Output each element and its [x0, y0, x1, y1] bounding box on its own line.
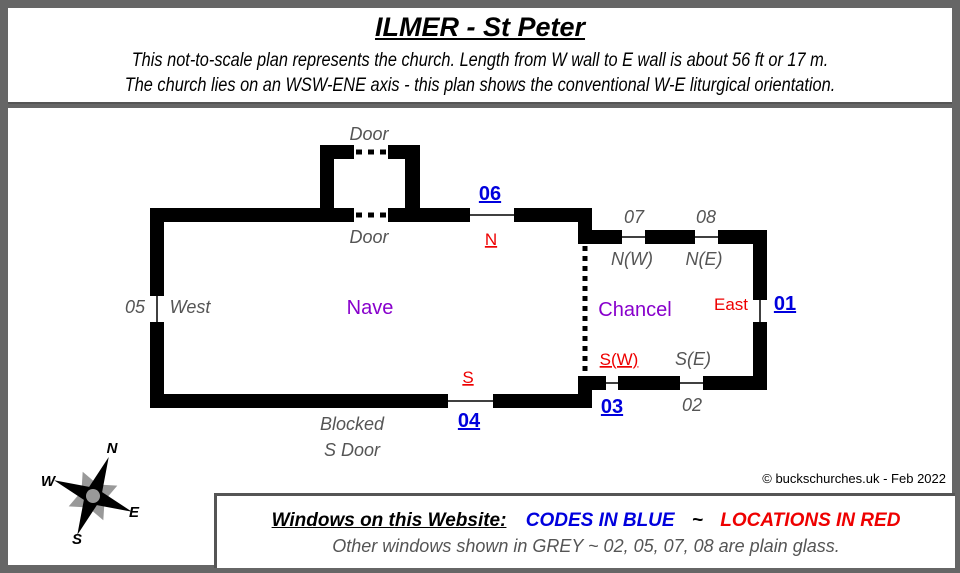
window-06-code[interactable]: 06 [479, 183, 501, 205]
north-wall-west [150, 208, 354, 222]
porch-inner-door-label: Door [349, 227, 389, 247]
chancel-label: Chancel [598, 299, 671, 321]
porch-outer-door-label: Door [349, 124, 389, 144]
window-05-code: 05 [125, 297, 146, 317]
chancel-south-wall-1 [578, 376, 606, 390]
room-labels: Nave Chancel [347, 297, 672, 321]
window-06-location: N [485, 230, 497, 249]
chancel-east-wall-upper [753, 230, 767, 300]
window-02-code: 02 [682, 395, 702, 415]
plan-panel [8, 108, 952, 565]
compass-e: E [129, 504, 140, 521]
south-wall-east [493, 394, 592, 408]
window-05-location: West [170, 297, 212, 317]
west-wall-upper [150, 208, 164, 296]
blocked-door-label-1: Blocked [320, 414, 385, 434]
north-wall-mid [388, 208, 470, 222]
porch-front-right [388, 145, 420, 159]
window-codes-blue: 06 04 03 01 [458, 183, 796, 432]
window-lines [156, 214, 761, 402]
compass-labels: N E S W [41, 440, 140, 548]
compass-w: W [41, 473, 57, 490]
nave-label: Nave [347, 297, 394, 319]
legend-blue-label: CODES IN BLUE [525, 510, 675, 531]
compass-n: N [107, 440, 119, 457]
porch-front-left [320, 145, 354, 159]
window-01-code[interactable]: 01 [774, 293, 796, 315]
legend-line-1: Windows on this Website: CODES IN BLUE ~… [217, 510, 955, 532]
north-wall-east [514, 208, 592, 222]
chancel-east-wall-lower [753, 322, 767, 390]
door-dashes [356, 149, 588, 376]
window-locations-red: N S S(W) East [462, 230, 748, 387]
chancel-south-wall-2 [618, 376, 680, 390]
window-08-location: N(E) [686, 249, 723, 269]
porch-west-wall [320, 145, 334, 222]
grey-labels: Door Door 05 West 07 08 N(W) N(E) S(E) 0… [125, 124, 723, 460]
description-line-2: The church lies on an WSW-ENE axis - thi… [124, 75, 836, 96]
window-08-code: 08 [696, 207, 716, 227]
porch-east-wall [405, 145, 420, 222]
south-wall-west [150, 394, 448, 408]
description-line-1: This not-to-scale plan represents the ch… [131, 50, 829, 71]
chancel-north-wall-2 [645, 230, 695, 244]
window-02-location: S(E) [675, 349, 711, 369]
legend-note: Other windows shown in GREY ~ 02, 05, 07… [332, 536, 840, 556]
window-07-code: 07 [624, 207, 645, 227]
compass-icon [54, 457, 132, 535]
compass-s: S [72, 531, 82, 548]
legend-separator: ~ [691, 510, 703, 531]
page-title: ILMER - St Peter [374, 12, 586, 42]
legend-heading: Windows on this Website: [271, 510, 507, 531]
window-04-code[interactable]: 04 [458, 410, 481, 432]
window-04-location: S [462, 368, 473, 387]
chancel-south-wall-3 [703, 376, 767, 390]
chancel-north-wall-1 [578, 230, 622, 244]
window-07-location: N(W) [611, 249, 653, 269]
legend-box: Windows on this Website: CODES IN BLUE ~… [214, 493, 955, 568]
window-03-code[interactable]: 03 [601, 396, 623, 418]
copyright: © buckschurches.uk - Feb 2022 [762, 471, 946, 486]
legend-red-label: LOCATIONS IN RED [720, 510, 901, 531]
window-01-location: East [714, 295, 748, 314]
blocked-door-label-2: S Door [324, 440, 381, 460]
header-panel: ILMER - St Peter This not-to-scale plan … [8, 8, 952, 104]
walls [150, 145, 767, 408]
window-03-location: S(W) [600, 350, 639, 369]
compass-center [86, 489, 100, 503]
west-wall-lower [150, 322, 164, 408]
